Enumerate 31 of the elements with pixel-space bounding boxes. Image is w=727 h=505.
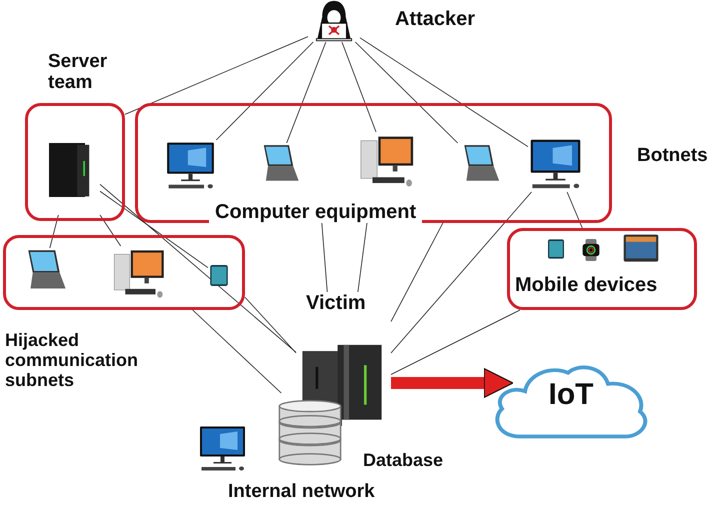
connector-line (100, 190, 208, 268)
connector-line (49, 214, 59, 248)
group-label: Hijacked communication subnets (5, 330, 140, 390)
node-label: Database (363, 450, 444, 470)
connector-line (124, 36, 308, 115)
connector-line (192, 310, 282, 394)
group-frame (135, 103, 612, 223)
node-label: IoT (548, 378, 594, 412)
group-label: Mobile devices (515, 274, 658, 296)
connector-line (390, 192, 532, 354)
connector-line (342, 42, 376, 132)
node-label: Attacker (395, 8, 475, 30)
node-label: Internal network (228, 481, 375, 502)
connector-line (360, 37, 528, 148)
connector-line (216, 42, 314, 140)
group-label: Server team (48, 51, 108, 94)
connector-line (390, 310, 520, 375)
connector-line (321, 222, 328, 292)
connector-line (100, 214, 122, 246)
annotation-label: Botnets (637, 145, 708, 166)
connector-line (100, 184, 296, 353)
connector-line (354, 42, 458, 144)
connector-line (286, 42, 326, 144)
connector-line (244, 296, 296, 354)
connector-line (566, 192, 583, 228)
block-arrow (391, 368, 514, 398)
connector-line (390, 222, 444, 322)
node-label: Victim (306, 292, 366, 314)
group-label: Computer equipment (209, 201, 422, 224)
group-frame (507, 228, 697, 310)
connector-line (358, 222, 368, 292)
